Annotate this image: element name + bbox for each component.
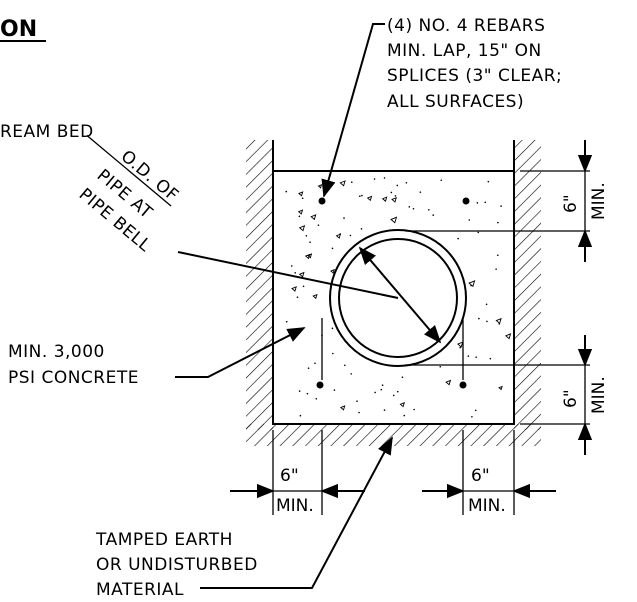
left-width-dim: 6"	[280, 466, 299, 486]
concrete-callout: MIN. 3,000 PSI CONCRETE	[8, 327, 306, 388]
right-width-dim: 6"	[471, 466, 490, 486]
rebar-top-right	[462, 197, 470, 205]
earth-callout: TAMPED EARTH OR UNDISTURBED MATERIAL	[95, 436, 393, 600]
top-clear-min: MIN.	[589, 182, 609, 220]
top-clear-dim: 6"	[561, 194, 581, 213]
title-fragment: ON	[0, 17, 37, 42]
rebar-label-line1: (4) NO. 4 REBARS	[387, 16, 545, 36]
concrete-label-line1: MIN. 3,000	[8, 342, 105, 362]
dimension-left-width: 6" MIN.	[230, 430, 365, 516]
earth-hatching	[246, 140, 541, 446]
rebar-bottom-left	[316, 381, 324, 389]
earth-label-line3: MATERIAL	[96, 580, 184, 600]
rebar-label-line3: SPLICES (3" CLEAR;	[387, 66, 562, 86]
concrete-aggregate-pattern	[285, 177, 512, 418]
pipe-diameter-arrow	[358, 246, 442, 344]
right-width-min: MIN.	[468, 496, 506, 516]
rebar-top-left	[318, 197, 326, 205]
earth-label-line2: OR UNDISTURBED	[96, 555, 258, 575]
left-width-min: MIN.	[276, 496, 314, 516]
rebar-callout: (4) NO. 4 REBARS MIN. LAP, 15" ON SPLICE…	[321, 16, 562, 198]
rebar-label-line2: MIN. LAP, 15" ON	[387, 41, 542, 61]
concrete-encasement	[272, 170, 515, 425]
stream-bed-label: REAM BED	[0, 122, 94, 142]
bottom-clear-min: MIN.	[589, 376, 609, 414]
concrete-label-line2: PSI CONCRETE	[8, 368, 139, 388]
dimension-right-width: 6" MIN.	[422, 430, 556, 516]
rebar-label-line4: ALL SURFACES)	[387, 92, 524, 112]
dimension-top-clearance: 6" MIN.	[405, 140, 609, 262]
dimension-bottom-clearance: 6" MIN.	[405, 335, 609, 455]
bottom-clear-dim: 6"	[561, 389, 581, 408]
earth-label-line1: TAMPED EARTH	[95, 530, 233, 550]
rebar-bottom-right	[459, 381, 467, 389]
